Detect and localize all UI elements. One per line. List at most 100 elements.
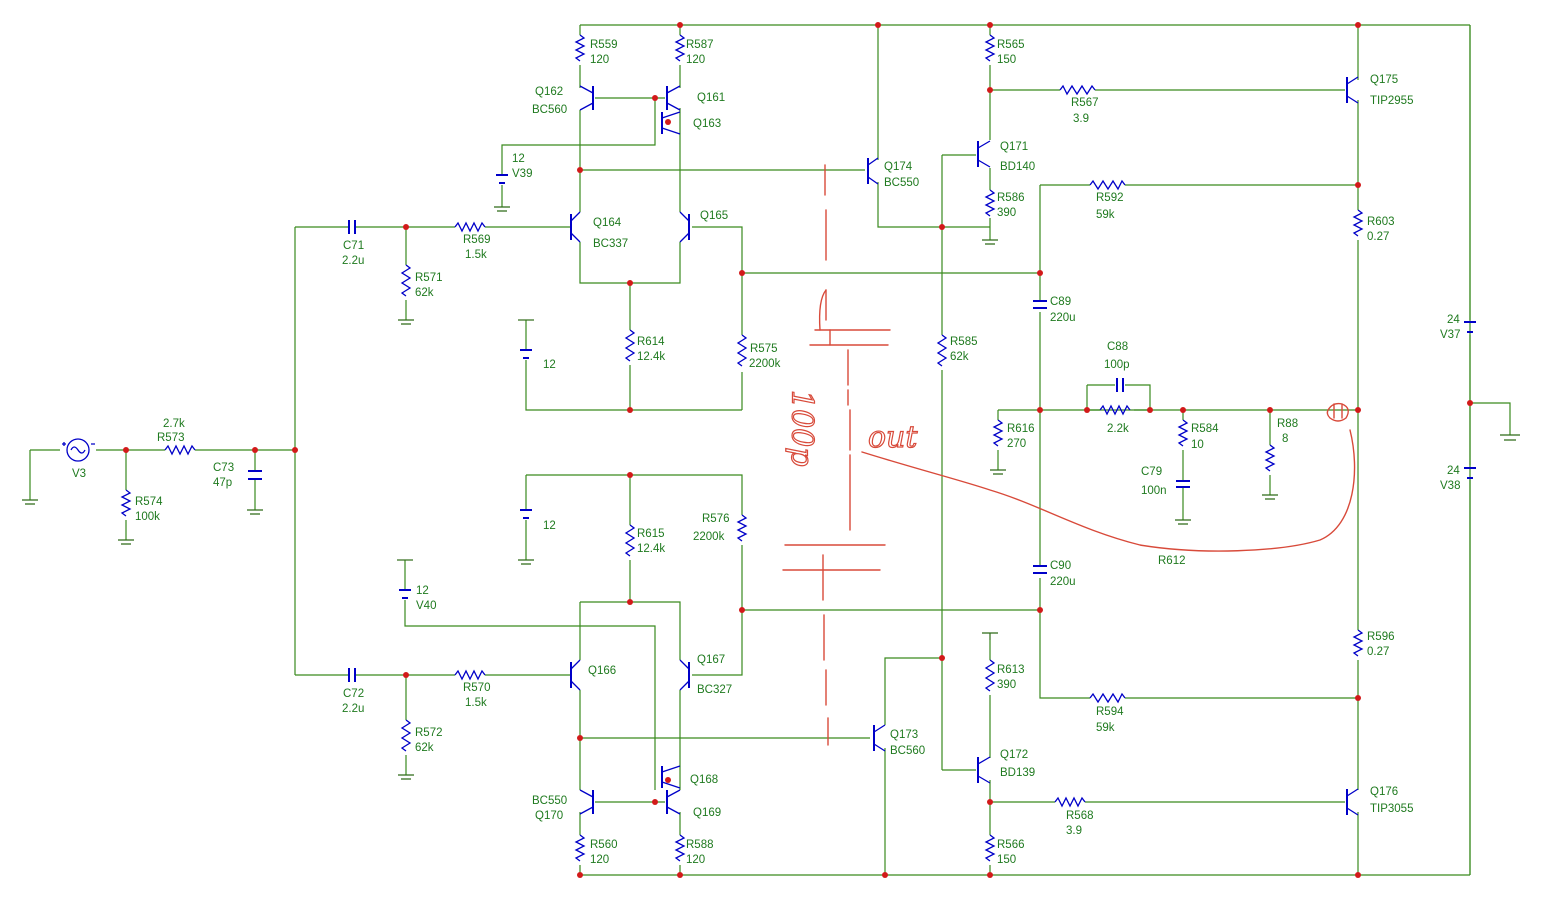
label-c73-value: 47p (213, 477, 232, 489)
label-v3: V3 (72, 468, 86, 480)
label-c90-value: 220u (1050, 576, 1076, 588)
transistor-q168 (661, 765, 681, 789)
label-r574-value: 100k (135, 511, 160, 523)
ac-source-v3 (62, 438, 95, 462)
label-r568: R568 (1066, 810, 1094, 822)
label-c88: C88 (1107, 341, 1128, 353)
label-q167-type: BC327 (697, 684, 732, 696)
label-r571: R571 (415, 272, 443, 284)
resistor-r572 (400, 719, 412, 752)
label-r576: R576 (702, 513, 730, 525)
label-q171-type: BD140 (1000, 161, 1035, 173)
transistor-q163 (661, 111, 681, 135)
capacitor-c72 (348, 668, 356, 682)
label-r565-value: 150 (997, 54, 1016, 66)
resistor-r576 (736, 514, 748, 542)
label-r569: R569 (463, 234, 491, 246)
transistor-q172 (977, 756, 991, 784)
ground-symbol (494, 206, 510, 212)
label-r588: R588 (686, 839, 714, 851)
label-c73: C73 (213, 462, 234, 474)
label-v38-value: 24 (1447, 465, 1460, 477)
resistor-r596 (1352, 629, 1364, 657)
handwritten-100p: 100p (784, 390, 819, 466)
resistor-r570 (454, 669, 486, 681)
label-r575: R575 (750, 343, 778, 355)
label-r585-value: 62k (950, 351, 969, 363)
label-r573: R573 (157, 432, 185, 444)
label-c79: C79 (1141, 466, 1162, 478)
label-r567-value: 3.9 (1073, 113, 1089, 125)
label-q168: Q168 (690, 774, 718, 786)
resistor-r616 (992, 419, 1004, 447)
label-r596: R596 (1367, 631, 1395, 643)
label-r572: R572 (415, 727, 443, 739)
label-r612-value: 2.2k (1107, 423, 1129, 435)
label-r573-value: 2.7k (163, 418, 185, 430)
label-r587: R587 (686, 39, 714, 51)
resistor-r88 (1264, 444, 1276, 472)
ground-symbol (1262, 494, 1278, 500)
label-r566: R566 (997, 839, 1025, 851)
label-r574: R574 (135, 496, 163, 508)
ground-symbol (118, 539, 134, 545)
label-r584: R584 (1191, 423, 1219, 435)
transistor-q170 (579, 789, 594, 815)
resistor-r603 (1352, 209, 1364, 237)
label-r596-value: 0.27 (1367, 646, 1389, 658)
label-c89-value: 220u (1050, 312, 1076, 324)
resistor-r568 (1054, 796, 1086, 808)
resistor-r571 (400, 264, 412, 297)
label-q172-type: BD139 (1000, 767, 1035, 779)
resistor-r573 (164, 444, 196, 456)
label-c71-value: 2.2u (342, 255, 364, 267)
label-q171: Q171 (1000, 141, 1028, 153)
label-v40: V40 (416, 600, 436, 612)
capacitor-c79 (1176, 480, 1190, 488)
label-q166: Q166 (588, 665, 616, 677)
label-r586: R586 (997, 192, 1025, 204)
label-r584-value: 10 (1191, 439, 1204, 451)
transistor-q161 (666, 85, 681, 111)
label-q176-type: TIP3055 (1370, 803, 1413, 815)
label-q163: Q163 (693, 118, 721, 130)
capacitor-c90 (1033, 565, 1047, 574)
label-q170-type: BC550 (532, 795, 567, 807)
battery-v38 (1464, 467, 1476, 479)
label-r616: R616 (1007, 423, 1035, 435)
label-r565: R565 (997, 39, 1025, 51)
label-c89: C89 (1050, 296, 1071, 308)
battery-v39 (496, 174, 508, 184)
transistor-q176 (1346, 788, 1359, 816)
wires (29, 24, 1511, 876)
label-r603: R603 (1367, 216, 1395, 228)
label-v37-value: 24 (1447, 314, 1460, 326)
label-r614-value: 12.4k (637, 351, 665, 363)
resistor-r565 (984, 34, 996, 62)
label-vb2: 12 (543, 520, 556, 532)
ground-symbol (990, 469, 1006, 475)
ground-symbol (398, 319, 414, 325)
label-r588-value: 120 (686, 854, 705, 866)
label-q176: Q176 (1370, 786, 1398, 798)
label-r615: R615 (637, 528, 665, 540)
ground-symbol (1500, 434, 1520, 441)
label-r560-value: 120 (590, 854, 609, 866)
transistor-q164 (570, 211, 581, 243)
junctions (123, 22, 1473, 878)
label-r585: R585 (950, 336, 978, 348)
label-q170: Q170 (535, 810, 563, 822)
ground-symbol (398, 774, 414, 780)
transistor-q166 (570, 659, 581, 691)
label-r570: R570 (463, 682, 491, 694)
label-c72-value: 2.2u (342, 703, 364, 715)
label-q174: Q174 (884, 161, 913, 173)
label-q173: Q173 (890, 729, 918, 741)
transistor-q171 (977, 140, 991, 168)
transistor-q173 (873, 724, 886, 752)
label-r592: R592 (1096, 192, 1124, 204)
label-r568-value: 3.9 (1066, 825, 1082, 837)
label-q164-type: BC337 (593, 238, 628, 250)
ground-symbol (247, 509, 263, 515)
label-r567: R567 (1071, 97, 1099, 109)
